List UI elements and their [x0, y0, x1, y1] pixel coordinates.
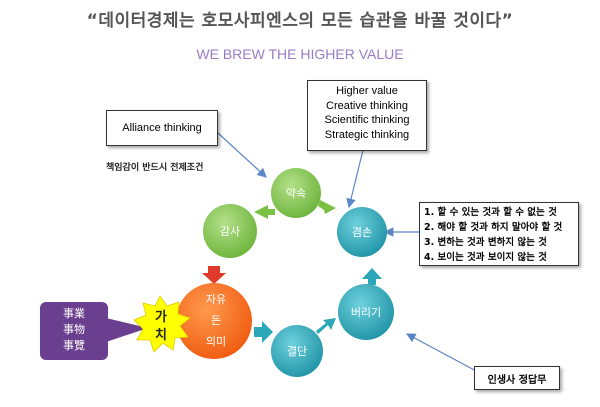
letting-go-label: 버리기 [351, 306, 381, 319]
higher-value-box: Higher value Creative thinking Scientifi… [307, 80, 427, 151]
higher-line-3: Scientific thinking [324, 114, 410, 126]
humility-label: 겸손 [352, 226, 372, 239]
core-label-money: 돈 [211, 314, 221, 327]
decision-label: 결단 [287, 345, 307, 358]
page-subtitle: WE BREW THE HIGHER VALUE [196, 46, 404, 62]
principle-4: 4. 보이는 것과 보이지 않는 것 [424, 252, 547, 263]
purple-line-2: 事物 [63, 323, 85, 336]
promise-circle [271, 168, 321, 218]
gratitude-circle [203, 204, 257, 258]
higher-line-1: Higher value [336, 85, 398, 97]
arrow-gratitude-to-core [202, 266, 226, 284]
arrow-letting-go-to-humility [362, 268, 382, 285]
purple-line-3: 事覽 [63, 339, 85, 352]
arrow-promise-to-gratitude [254, 205, 275, 219]
alliance-connector [217, 132, 267, 178]
principle-2: 2. 해야 할 것과 하지 말아야 할 것 [424, 222, 563, 233]
page-title: “데이터경제는 호모사피엔스의 모든 습관을 바꿀 것이다” [86, 11, 514, 31]
star-label-2: 치 [155, 327, 167, 343]
purple-line-1: 事業 [63, 307, 85, 320]
arrow-core-to-decision [254, 321, 273, 343]
star-label-1: 가 [155, 310, 167, 325]
core-circle [176, 283, 252, 359]
humility-circle [337, 207, 387, 257]
principle-3: 3. 변하는 것과 변하지 않는 것 [424, 237, 547, 248]
higher-connector [346, 145, 365, 209]
gratitude-label: 감사 [220, 225, 240, 238]
alliance-thinking-box: Alliance thinking [106, 110, 218, 146]
arrow-promise-to-humility [318, 200, 336, 214]
value-starburst [133, 295, 191, 353]
core-label-meaning: 의미 [206, 335, 226, 348]
alliance-note: 책임감이 반드시 전제조건 [106, 163, 204, 173]
purple-callout-pointer [106, 318, 148, 342]
principles-list-box: 1. 할 수 있는 것과 할 수 없는 것 2. 해야 할 것과 하지 말아야 … [419, 202, 579, 266]
core-label-freedom: 자유 [206, 293, 226, 306]
arrow-decision-to-letting-go [316, 318, 336, 334]
principle-1: 1. 할 수 있는 것과 할 수 없는 것 [424, 207, 557, 218]
promise-label: 약속 [286, 186, 306, 200]
higher-line-4: Strategic thinking [324, 128, 410, 141]
higher-line-2: Creative thinking [326, 99, 408, 112]
letting-go-circle [338, 284, 394, 340]
purple-callout-box: 事業 事物 事覽 [40, 302, 108, 360]
life-connector [405, 333, 479, 373]
life-answer-box: 인생사 정답무 [474, 366, 560, 390]
decision-circle [271, 325, 323, 377]
